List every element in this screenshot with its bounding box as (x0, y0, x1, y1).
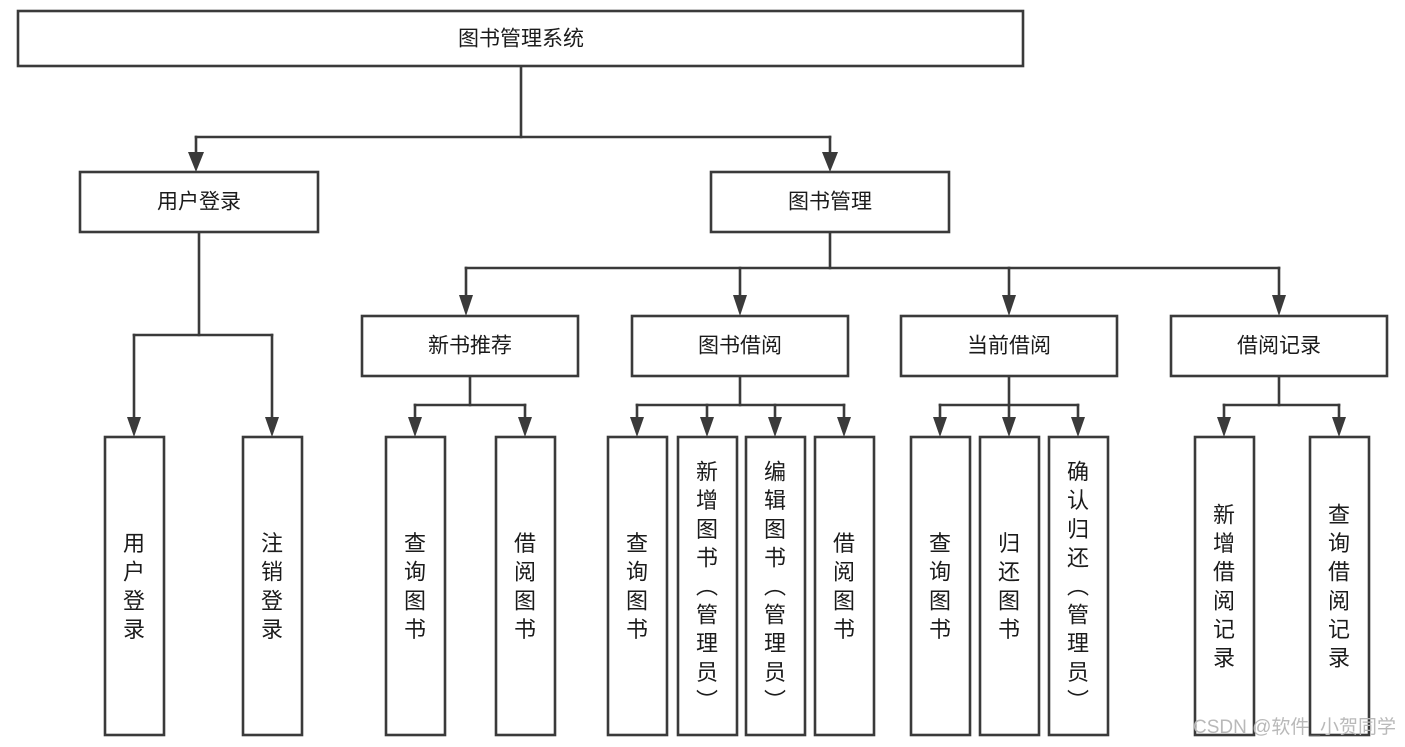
node-leaf-query-book-1-box[interactable] (384, 435, 447, 737)
node-leaf-borrow-book-1[interactable]: 借阅图书 (494, 435, 557, 737)
connector-group-user-login-to-leaves (127, 230, 279, 437)
node-leaf-logout-label: 注销登录 (261, 531, 283, 642)
node-leaf-logout[interactable]: 注销登录 (241, 435, 304, 737)
arrow-head-leaf-add-record (1217, 417, 1231, 437)
node-leaf-borrow-book-1-box[interactable] (494, 435, 557, 737)
node-leaf-add-record-box[interactable] (1193, 435, 1256, 737)
node-leaf-user-login-label: 用户登录 (123, 531, 145, 642)
arrow-head-leaf-borrow-book-1 (518, 417, 532, 437)
arrow-head-leaf-borrow-book-2 (837, 417, 851, 437)
node-current-borrow-box[interactable] (899, 314, 1119, 378)
node-leaf-confirm-return-label: 确认归还︵管理员︶ (1067, 460, 1089, 714)
connector-group-borrow-record-to-leaves (1217, 374, 1346, 437)
node-borrow-record-box[interactable] (1169, 314, 1389, 378)
node-borrow-record-label: 借阅记录 (1237, 335, 1321, 358)
node-book-manage-label: 图书管理 (788, 191, 872, 214)
node-leaf-confirm-return-box[interactable] (1047, 435, 1110, 737)
node-leaf-query-record[interactable]: 查询借阅记录 (1308, 435, 1371, 737)
node-book-manage[interactable]: 图书管理 (709, 170, 951, 234)
node-leaf-query-book-2-box[interactable] (606, 435, 669, 737)
node-root-label: 图书管理系统 (458, 28, 584, 51)
connector-group-current-borrow-to-leaves (933, 374, 1085, 437)
arrow-head-borrow-record (1272, 295, 1286, 316)
node-user-login[interactable]: 用户登录 (78, 170, 320, 234)
arrow-head-leaf-query-book-3 (933, 417, 947, 437)
node-leaf-borrow-book-2-box[interactable] (813, 435, 876, 737)
node-leaf-user-login-box[interactable] (103, 435, 166, 737)
arrow-head-leaf-query-book-2 (630, 417, 644, 437)
arrow-head-leaf-query-record (1332, 417, 1346, 437)
connector-group-root-to-level2 (188, 64, 838, 172)
node-book-manage-box[interactable] (709, 170, 951, 234)
node-leaf-borrow-book-2-label: 借阅图书 (833, 531, 855, 642)
node-current-borrow[interactable]: 当前借阅 (899, 314, 1119, 378)
node-leaf-query-record-label: 查询借阅记录 (1328, 503, 1350, 671)
node-leaf-query-book-3-box[interactable] (909, 435, 972, 737)
connector-group-book-manage-to-level3 (459, 230, 1286, 316)
node-leaf-add-book-box[interactable] (676, 435, 739, 737)
node-book-borrow-box[interactable] (630, 314, 850, 378)
node-leaf-query-book-3-label: 查询图书 (929, 531, 951, 642)
arrow-head-new-book-recommend (459, 295, 473, 316)
node-leaf-query-book-2-label: 查询图书 (626, 531, 648, 642)
node-root[interactable]: 图书管理系统 (16, 9, 1025, 68)
node-new-book-recommend-label: 新书推荐 (428, 335, 512, 358)
node-leaf-add-book-label: 新增图书︵管理员︶ (696, 460, 718, 714)
node-leaf-return-book-box[interactable] (978, 435, 1041, 737)
node-leaf-return-book-label: 归还图书 (998, 531, 1020, 642)
node-leaf-borrow-book-1-label: 借阅图书 (514, 531, 536, 642)
arrow-head-book-manage (822, 152, 838, 172)
arrow-head-leaf-confirm-return (1071, 417, 1085, 437)
node-leaf-query-book-3[interactable]: 查询图书 (909, 435, 972, 737)
arrow-head-user-login (188, 152, 204, 172)
node-leaf-query-book-1-label: 查询图书 (404, 531, 426, 642)
node-leaf-add-record[interactable]: 新增借阅记录 (1193, 435, 1256, 737)
node-root-box[interactable] (16, 9, 1025, 68)
node-leaf-borrow-book-2[interactable]: 借阅图书 (813, 435, 876, 737)
node-leaf-edit-book[interactable]: 编辑图书︵管理员︶ (744, 435, 807, 737)
arrow-head-leaf-query-book-1 (408, 417, 422, 437)
node-leaf-query-record-box[interactable] (1308, 435, 1371, 737)
node-user-login-label: 用户登录 (157, 191, 241, 214)
node-leaf-query-book-1[interactable]: 查询图书 (384, 435, 447, 737)
arrow-head-leaf-return-book (1002, 417, 1016, 437)
node-book-borrow[interactable]: 图书借阅 (630, 314, 850, 378)
node-leaf-edit-book-box[interactable] (744, 435, 807, 737)
node-leaf-user-login[interactable]: 用户登录 (103, 435, 166, 737)
node-leaf-return-book[interactable]: 归还图书 (978, 435, 1041, 737)
connector-group-book-borrow-to-leaves (630, 374, 851, 437)
node-current-borrow-label: 当前借阅 (967, 335, 1051, 358)
arrow-head-leaf-edit-book (768, 417, 782, 437)
node-user-login-box[interactable] (78, 170, 320, 234)
connector-group-new-book-to-leaves (408, 374, 532, 437)
arrow-head-leaf-user-login (127, 417, 141, 437)
node-leaf-logout-box[interactable] (241, 435, 304, 737)
arrow-head-book-borrow (733, 295, 747, 316)
arrow-head-leaf-logout (265, 417, 279, 437)
node-leaf-add-book[interactable]: 新增图书︵管理员︶ (676, 435, 739, 737)
node-borrow-record[interactable]: 借阅记录 (1169, 314, 1389, 378)
node-leaf-add-record-label: 新增借阅记录 (1213, 503, 1235, 671)
csdn-watermark: CSDN @软件_小贺同学 (1193, 716, 1396, 738)
node-leaf-confirm-return[interactable]: 确认归还︵管理员︶ (1047, 435, 1110, 737)
arrow-head-current-borrow (1002, 295, 1016, 316)
arrow-head-leaf-add-book (700, 417, 714, 437)
node-leaf-query-book-2[interactable]: 查询图书 (606, 435, 669, 737)
node-new-book-recommend-box[interactable] (360, 314, 580, 378)
node-leaf-edit-book-label: 编辑图书︵管理员︶ (764, 460, 786, 714)
node-new-book-recommend[interactable]: 新书推荐 (360, 314, 580, 378)
node-book-borrow-label: 图书借阅 (698, 335, 782, 358)
